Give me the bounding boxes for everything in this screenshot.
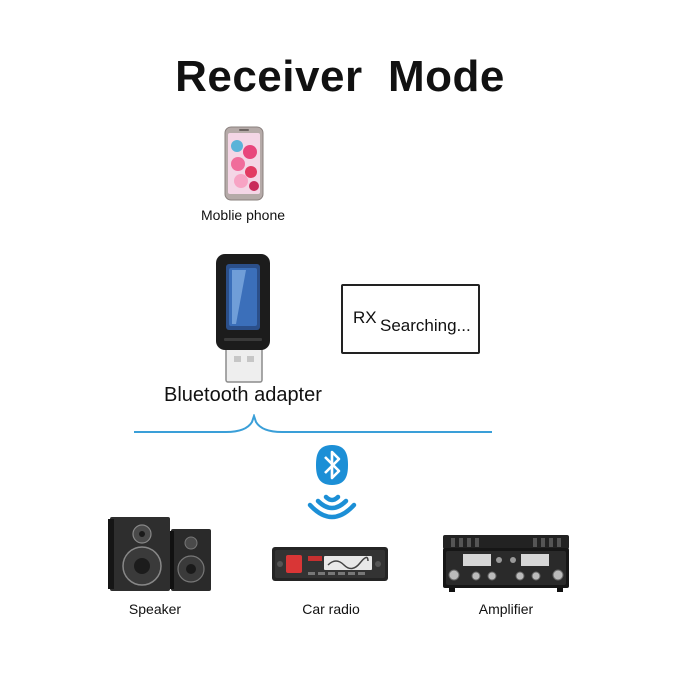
display-mode: RX [353, 308, 377, 327]
bluetooth-adapter-icon [216, 254, 270, 383]
display-status: Searching... [380, 316, 471, 335]
wireless-waves-icon [307, 494, 357, 520]
adapter-display: RX Searching... [341, 284, 480, 354]
mobile-phone-icon [224, 126, 264, 201]
car-radio-label: Car radio [302, 601, 360, 617]
page-title: Receiver Mode [175, 52, 505, 101]
speaker-label: Speaker [128, 601, 182, 617]
bluetooth-adapter-label: Bluetooth adapter [164, 384, 322, 406]
car-radio-icon [272, 547, 388, 581]
grouping-brace-line [134, 414, 492, 433]
mobile-phone-label: Moblie phone [200, 207, 286, 223]
amplifier-icon [443, 535, 569, 592]
amplifier-label: Amplifier [478, 601, 534, 617]
bluetooth-icon [307, 445, 357, 520]
speaker-icon [108, 517, 211, 591]
